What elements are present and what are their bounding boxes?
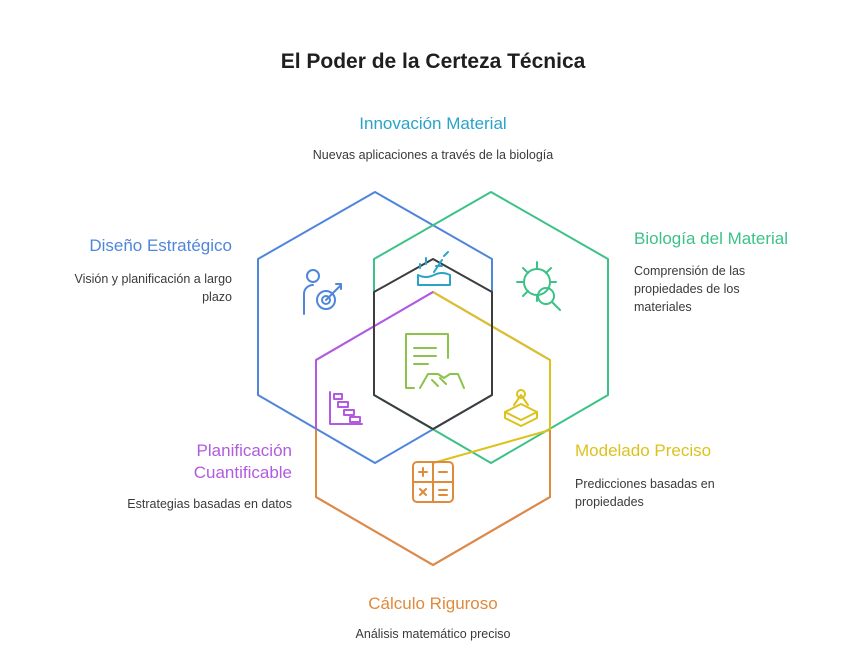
hexagon-biologia xyxy=(373,191,609,464)
diagram-title: El Poder de la Certeza Técnica xyxy=(280,50,586,73)
desc-diseno: Visión y planificación a largo plazo xyxy=(74,272,232,304)
label-diseno: Diseño Estratégico xyxy=(89,236,232,255)
contract-handshake-icon xyxy=(405,333,465,389)
person-target-icon xyxy=(303,269,342,315)
desc-innovacion: Nuevas aplicaciones a través de la biolo… xyxy=(312,148,554,162)
microbe-magnifier-icon xyxy=(516,261,561,311)
3d-model-icon xyxy=(504,389,538,427)
hexagon-diseno xyxy=(257,191,493,464)
hexagon-calculo-edge xyxy=(315,430,551,566)
calculator-icon xyxy=(412,461,454,503)
desc-calculo: Análisis matemático preciso xyxy=(355,627,511,641)
label-planificacion: Planificación Cuantificable xyxy=(193,441,292,482)
hexagon-planificacion-edge xyxy=(315,291,434,430)
desc-modelado: Predicciones basadas en propiedades xyxy=(575,477,715,509)
label-innovacion: Innovación Material xyxy=(359,114,507,133)
hexagon-center xyxy=(373,258,493,430)
label-biologia: Biología del Material xyxy=(634,229,789,248)
gantt-chart-icon xyxy=(329,391,363,425)
desc-biologia: Comprensión de las propiedades de los ma… xyxy=(634,264,746,314)
water-wave-icon xyxy=(417,251,451,286)
label-modelado: Modelado Preciso xyxy=(575,441,712,460)
label-calculo: Cálculo Riguroso xyxy=(368,594,498,613)
desc-planificacion: Estrategias basadas en datos xyxy=(127,497,292,511)
